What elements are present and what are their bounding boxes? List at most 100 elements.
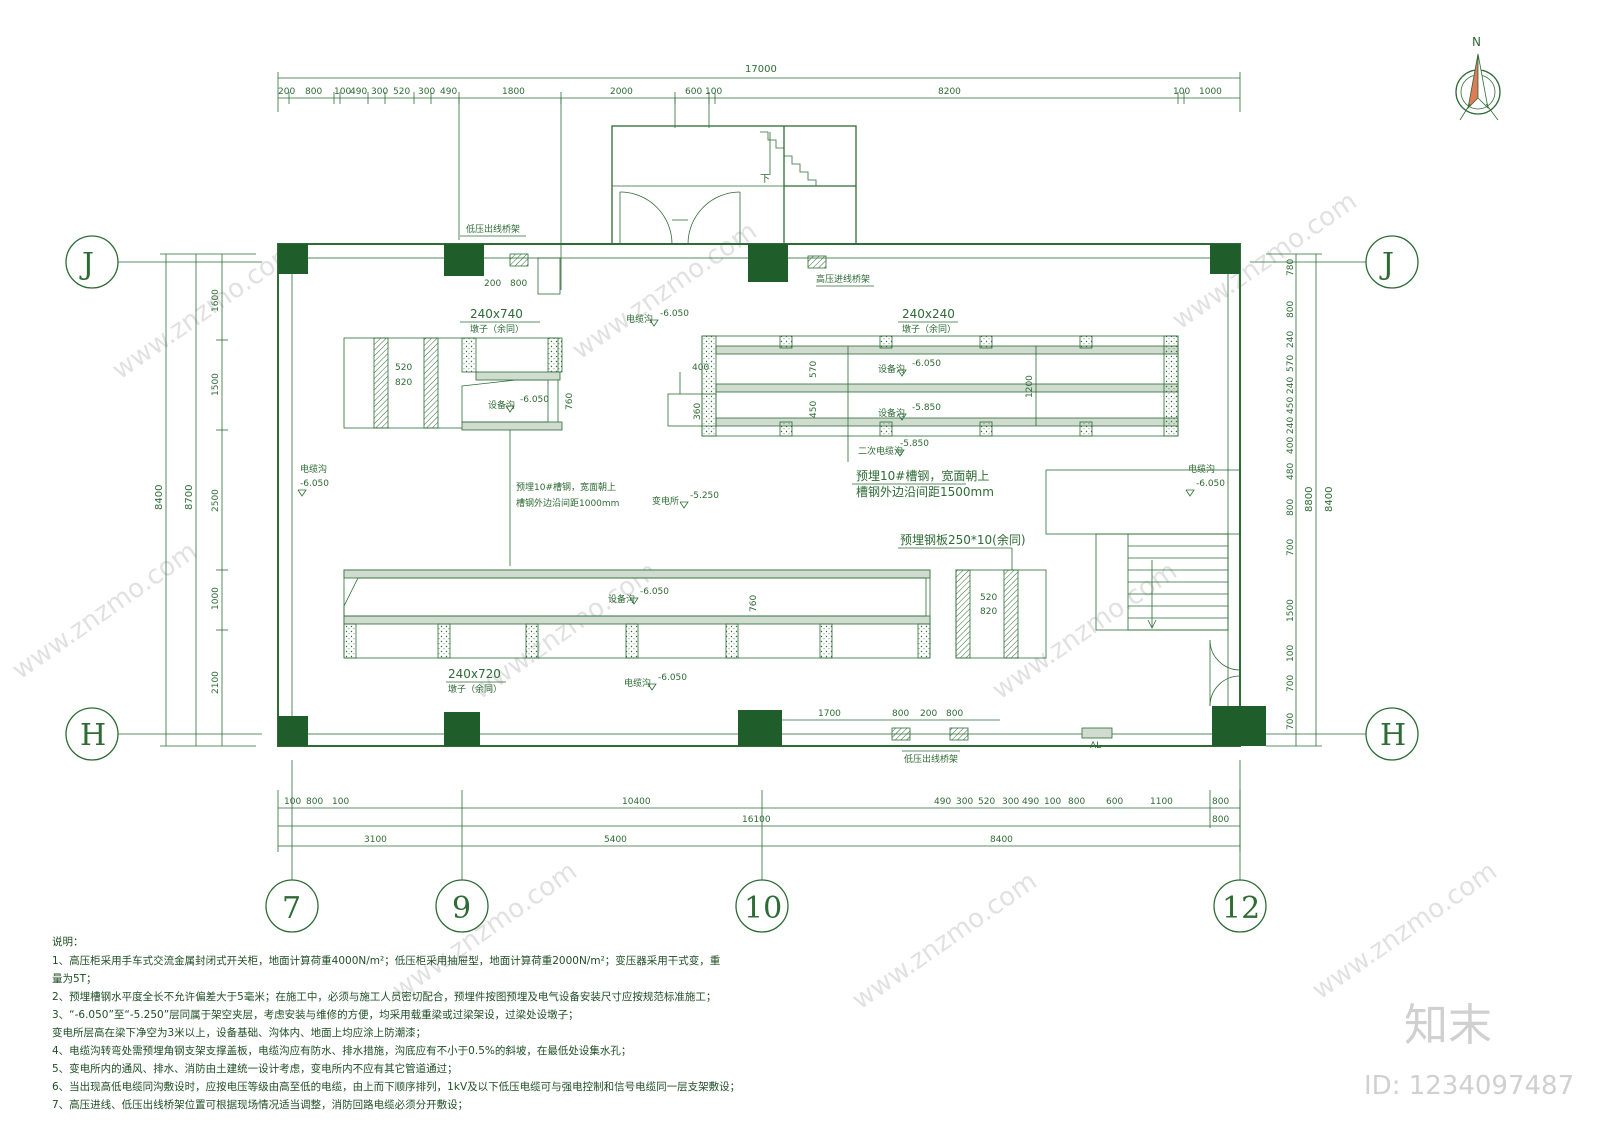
watermark-text: www.znzmo.com	[387, 856, 583, 1006]
brand-watermark: 知末 ID: 1234097487	[1364, 1000, 1574, 1101]
dim-text: 570	[1286, 355, 1296, 372]
dim-text: 800	[1286, 301, 1296, 318]
dim-text: 8400	[1324, 487, 1335, 512]
steel-note: 槽钢外边沿间距1500mm	[856, 485, 994, 499]
hv-in-label: 高压进线桥架	[816, 273, 870, 285]
watermark-text: www.znzmo.com	[847, 866, 1043, 1016]
brand-id: ID: 1234097487	[1364, 1071, 1574, 1101]
dim-text: 1200	[1025, 375, 1035, 398]
channel-steel-notes: 预埋10#槽钢，宽面朝上 槽钢外边沿间距1000mm 预埋10#槽钢，宽面朝上 …	[297, 430, 1225, 566]
level-label: -5.850	[900, 439, 929, 449]
dim-text: 240	[1286, 417, 1296, 434]
dim-text: 3100	[364, 835, 387, 845]
dim-text: 450	[809, 401, 819, 418]
level-label: -6.050	[300, 479, 329, 489]
notes-title: 说明：	[52, 935, 84, 948]
dim-text: 700	[1286, 539, 1296, 556]
note-line: 5、变电所内的通风、排水、消防由土建统一设计考虑，变电所内不应有其它管道通过；	[52, 1062, 458, 1075]
dim-text: 8800	[1304, 487, 1315, 512]
dim-text: 780	[1286, 259, 1296, 276]
hv-tray-opening	[807, 255, 827, 269]
north-compass: N	[1455, 35, 1501, 121]
pier	[547, 337, 563, 373]
cable-trench-label: 电缆沟	[626, 313, 653, 325]
dim-text: 450	[1286, 397, 1296, 414]
level-label: -6.050	[1196, 479, 1225, 489]
right-dimensions: 780 800 240 570 240 450 240 400 480 800 …	[1266, 253, 1335, 747]
dim-text: 520	[978, 797, 995, 807]
dim-text: 1000	[1199, 87, 1222, 97]
dim-text: 800	[306, 797, 323, 807]
axis-label: J	[79, 247, 94, 282]
axis-bubbles: J J H H 7 9 10 12	[65, 235, 1419, 933]
dim-text: 200	[920, 709, 937, 719]
pier-note-label: 墩子（余同）	[448, 683, 502, 695]
pier-size-label: 240x240	[902, 307, 955, 321]
secondary-trench-label: 二次电缆沟	[858, 445, 903, 457]
substation-label: 变电所	[652, 495, 679, 507]
level-label: -6.050	[658, 673, 687, 683]
note-line: 量为5T；	[52, 973, 97, 985]
steel-note: 预埋10#槽钢，宽面朝上	[516, 481, 616, 493]
watermark-text: www.znzmo.com	[7, 536, 203, 686]
dim-text: 760	[749, 595, 759, 612]
dim-text: 1600	[211, 289, 221, 312]
steel-note: 预埋10#槽钢，宽面朝上	[856, 468, 989, 483]
stair-down-label: 下	[760, 174, 770, 185]
dim-text: 520	[980, 593, 997, 603]
axis-label: 12	[1222, 891, 1260, 926]
dim-text: 1800	[502, 87, 525, 97]
left-dimensions: 8400 8700 1600 1500 2500 1000 2100	[154, 253, 256, 747]
dim-text: 240	[1286, 377, 1296, 394]
note-line: 2、预埋槽钢水平度全长不允许偏差大于5毫米；在施工中，必须与施工人员密切配合，预…	[52, 990, 716, 1003]
column	[444, 712, 480, 746]
building-walls	[277, 243, 1266, 747]
dim-text: 520	[393, 87, 410, 97]
column	[278, 716, 308, 746]
watermark-text: www.znzmo.com	[1167, 186, 1363, 336]
dim-text: 700	[1286, 675, 1296, 692]
cable-trench-label: 电缆沟	[1188, 463, 1215, 475]
dim-text: 700	[1286, 713, 1296, 730]
dim-text: 800	[510, 279, 527, 289]
dim-text: 100	[705, 87, 722, 97]
brand-logo-text: 知末	[1404, 1000, 1492, 1051]
dim-text: 100	[334, 87, 351, 97]
dim-text: 800	[1212, 815, 1229, 825]
dim-text: 8200	[938, 87, 961, 97]
column	[444, 244, 484, 276]
lv-tray-opening	[949, 727, 969, 741]
pier-size-label: 240x740	[470, 307, 523, 321]
dim-text: 400	[1286, 437, 1296, 454]
column	[1212, 706, 1266, 746]
lower-trench-block: 760 设备沟 -6.050 240x720 墩子（余同） 电缆沟 -6.050	[343, 569, 931, 695]
note-line: 7、高压进线、低压出线桥架位置可根据现场情况适当调整，消防回路电缆必须分开敷设；	[52, 1098, 468, 1111]
dim-text: 1700	[818, 709, 841, 719]
axis-label: H	[1380, 718, 1406, 753]
cable-trench-label: 电缆沟	[300, 463, 327, 475]
axis-label: J	[1379, 247, 1394, 282]
pier	[701, 335, 717, 437]
watermark-text: www.znzmo.com	[1307, 856, 1503, 1006]
axis-label: 7	[282, 891, 301, 926]
dim-text: 200	[484, 279, 501, 289]
dim-text: 360	[693, 403, 703, 420]
pier-note-label: 墩子（余同）	[902, 323, 956, 335]
plate-label: 预埋钢板250*10(余同)	[900, 532, 1026, 547]
design-notes: 说明： 1、高压柜采用手车式交流金属封闭式开关柜，地面计算荷重4000N/m²；…	[52, 935, 740, 1111]
dim-text: 240	[1286, 331, 1296, 348]
watermark-text: www.znzmo.com	[567, 216, 763, 366]
dim-text: 100	[284, 797, 301, 807]
dim-text: 300	[371, 87, 388, 97]
dim-text: 2000	[610, 87, 633, 97]
dim-text: 300	[956, 797, 973, 807]
level-label: -5.250	[690, 491, 719, 501]
dim-text: 1500	[1286, 599, 1296, 622]
pier-size-label: 240x720	[448, 667, 501, 681]
level-label: -6.050	[520, 395, 549, 405]
dim-text: 800	[892, 709, 909, 719]
dim-text: 800	[305, 87, 322, 97]
dim-text: 300	[418, 87, 435, 97]
bottom-dimensions: 100 800 100 10400 490 300 520 300 490 10…	[277, 790, 1241, 880]
level-label: -5.850	[912, 403, 941, 413]
